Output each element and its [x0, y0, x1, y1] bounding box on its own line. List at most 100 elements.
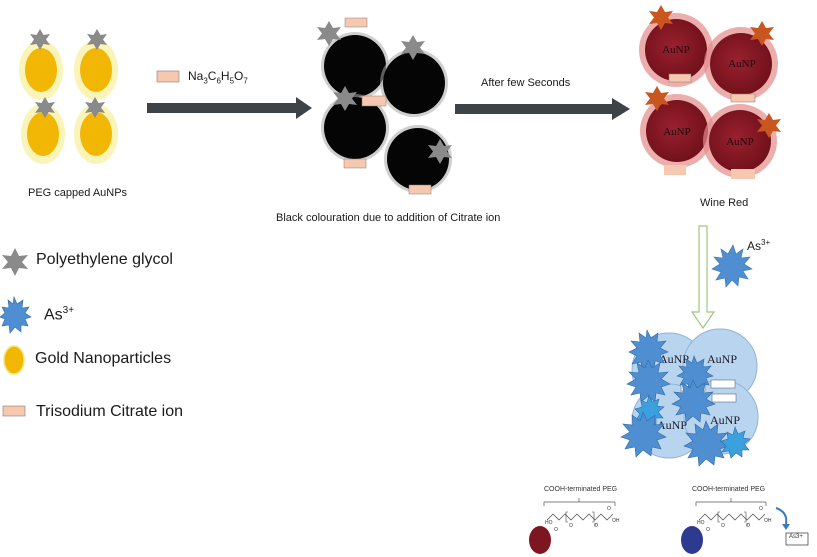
legend-arsenic-sup: 3+	[62, 305, 75, 316]
gold-np-3	[21, 104, 65, 164]
structure-repeat-label: n	[747, 522, 750, 528]
structure-atom-text: O	[594, 523, 598, 529]
peg-star-icon	[87, 29, 107, 50]
structure-repeat-label: n	[595, 522, 598, 528]
citrate-box-icon	[408, 184, 432, 195]
peg-star-icon	[30, 29, 50, 50]
peg-orange-star-icon	[757, 113, 781, 138]
citrate-box-icon	[343, 158, 367, 169]
gold-np-1	[19, 40, 63, 100]
aunp-label: AuNP	[728, 58, 756, 70]
citrate-box-icon	[668, 73, 692, 83]
citrate-box-icon	[156, 70, 180, 83]
citrate-box-icon	[344, 17, 368, 28]
formula-part: O	[234, 69, 244, 83]
legend-peg-label: Polyethylene glycol	[36, 251, 173, 268]
aunp-label: AuNP	[663, 126, 691, 138]
structure-atom-text: OH	[612, 518, 620, 524]
citrate-box-icon	[710, 379, 736, 389]
structure-atom-text: O	[554, 527, 558, 533]
black-colouration-caption: Black colouration due to addition of Cit…	[276, 212, 501, 224]
formula-part: 5	[229, 76, 235, 86]
peg-orange-star-icon	[649, 5, 673, 30]
aunp-label: AuNP	[657, 418, 687, 432]
structure-title-red: COOH-terminated PEG	[544, 486, 618, 493]
wine-red-caption: Wine Red	[700, 197, 749, 209]
structure-atom-text: O	[746, 523, 750, 529]
gold-np-4	[74, 104, 118, 164]
arsenic-box-label: As3+	[789, 534, 803, 540]
peg-star-icon	[317, 21, 341, 46]
arsenic-star-icon	[626, 359, 671, 403]
arsenic-star-icon	[620, 411, 667, 458]
peg-orange-star-icon	[750, 21, 774, 46]
arsenic-star-icon	[671, 379, 716, 423]
arsenic-box	[785, 532, 809, 546]
aunp-label: AuNP	[707, 352, 737, 366]
peg-orange-star-icon	[645, 86, 669, 111]
structure-atom-text: O	[706, 527, 710, 533]
blue-aunp-dot	[681, 526, 703, 554]
citrate-box-icon	[731, 169, 755, 179]
peg-structure-blue: HO O O OH O O n	[681, 498, 809, 554]
citrate-box-icon	[361, 95, 387, 107]
legend-arsenic-label: As3+	[44, 305, 74, 324]
structure-atom-text: O	[721, 523, 725, 529]
formula-part: 6	[216, 76, 221, 86]
gold-np-2	[74, 40, 118, 100]
formula-part: C	[207, 69, 217, 83]
formula-part: H	[220, 69, 230, 83]
process-arrow-3	[690, 225, 716, 330]
process-arrow-2	[455, 98, 630, 120]
structure-atom-text: HO	[545, 520, 553, 526]
binding-arrowhead-icon	[782, 524, 790, 530]
aunp-label: AuNP	[659, 352, 689, 366]
arsenic-star-icon	[683, 420, 730, 467]
red-aunp-dot	[529, 526, 551, 554]
arsenic-aggregate-group: AuNP AuNP AuNP AuNP	[620, 328, 759, 467]
peg-star-icon	[401, 35, 425, 60]
legend	[0, 248, 32, 417]
arsenic-symbol: As	[747, 239, 762, 253]
aunp-label: AuNP	[710, 413, 740, 427]
process-arrow-1	[147, 97, 312, 119]
citrate-box-icon	[730, 93, 756, 103]
peg-star-icon	[35, 97, 55, 118]
structure-atom-text: HO	[697, 520, 705, 526]
binding-arrow-icon	[775, 507, 788, 525]
arsenic-star-icon	[711, 244, 753, 288]
citrate-box-icon	[711, 393, 737, 403]
legend-arsenic-star-icon	[0, 295, 32, 334]
reagent-formula: Na3C6H5O7	[188, 69, 248, 85]
peg-capped-aunps-caption: PEG capped AuNPs	[28, 187, 128, 199]
black-nps-group	[317, 17, 452, 195]
wine-red-nps-group: AuNP AuNP AuNP AuNP	[639, 5, 781, 179]
structure-atom-text: O	[759, 506, 763, 512]
peg-star-icon	[333, 86, 357, 111]
arsenic-charge: 3+	[761, 238, 771, 247]
legend-gold-label: Gold Nanoparticles	[35, 350, 172, 367]
structure-atom-text: OH	[764, 518, 772, 524]
legend-arsenic-base: As	[44, 306, 63, 324]
formula-part: Na	[188, 69, 204, 83]
structure-title-blue: COOH-terminated PEG	[692, 486, 766, 493]
legend-gold-np-icon	[3, 345, 25, 375]
peg-structure-red: HO O O OH O O n	[529, 498, 620, 554]
peg-star-icon	[428, 139, 452, 164]
peg-star-icon	[85, 97, 105, 118]
citrate-box-icon	[664, 165, 686, 175]
peg-capped-aunps-group	[19, 29, 118, 164]
arsenic-star-icon	[720, 426, 751, 459]
formula-part: 7	[243, 76, 248, 86]
structure-atom-text: O	[569, 523, 573, 529]
after-few-seconds-label: After few Seconds	[481, 77, 571, 89]
arsenic-ion-label: As3+	[747, 238, 770, 253]
aunp-label: AuNP	[662, 44, 690, 56]
legend-citrate-box-icon	[2, 405, 26, 417]
aunp-label: AuNP	[726, 136, 754, 148]
structure-atom-text: O	[607, 506, 611, 512]
formula-part: 3	[203, 76, 208, 86]
legend-citrate-label: Trisodium Citrate ion	[36, 403, 184, 420]
legend-peg-star-icon	[2, 248, 28, 276]
